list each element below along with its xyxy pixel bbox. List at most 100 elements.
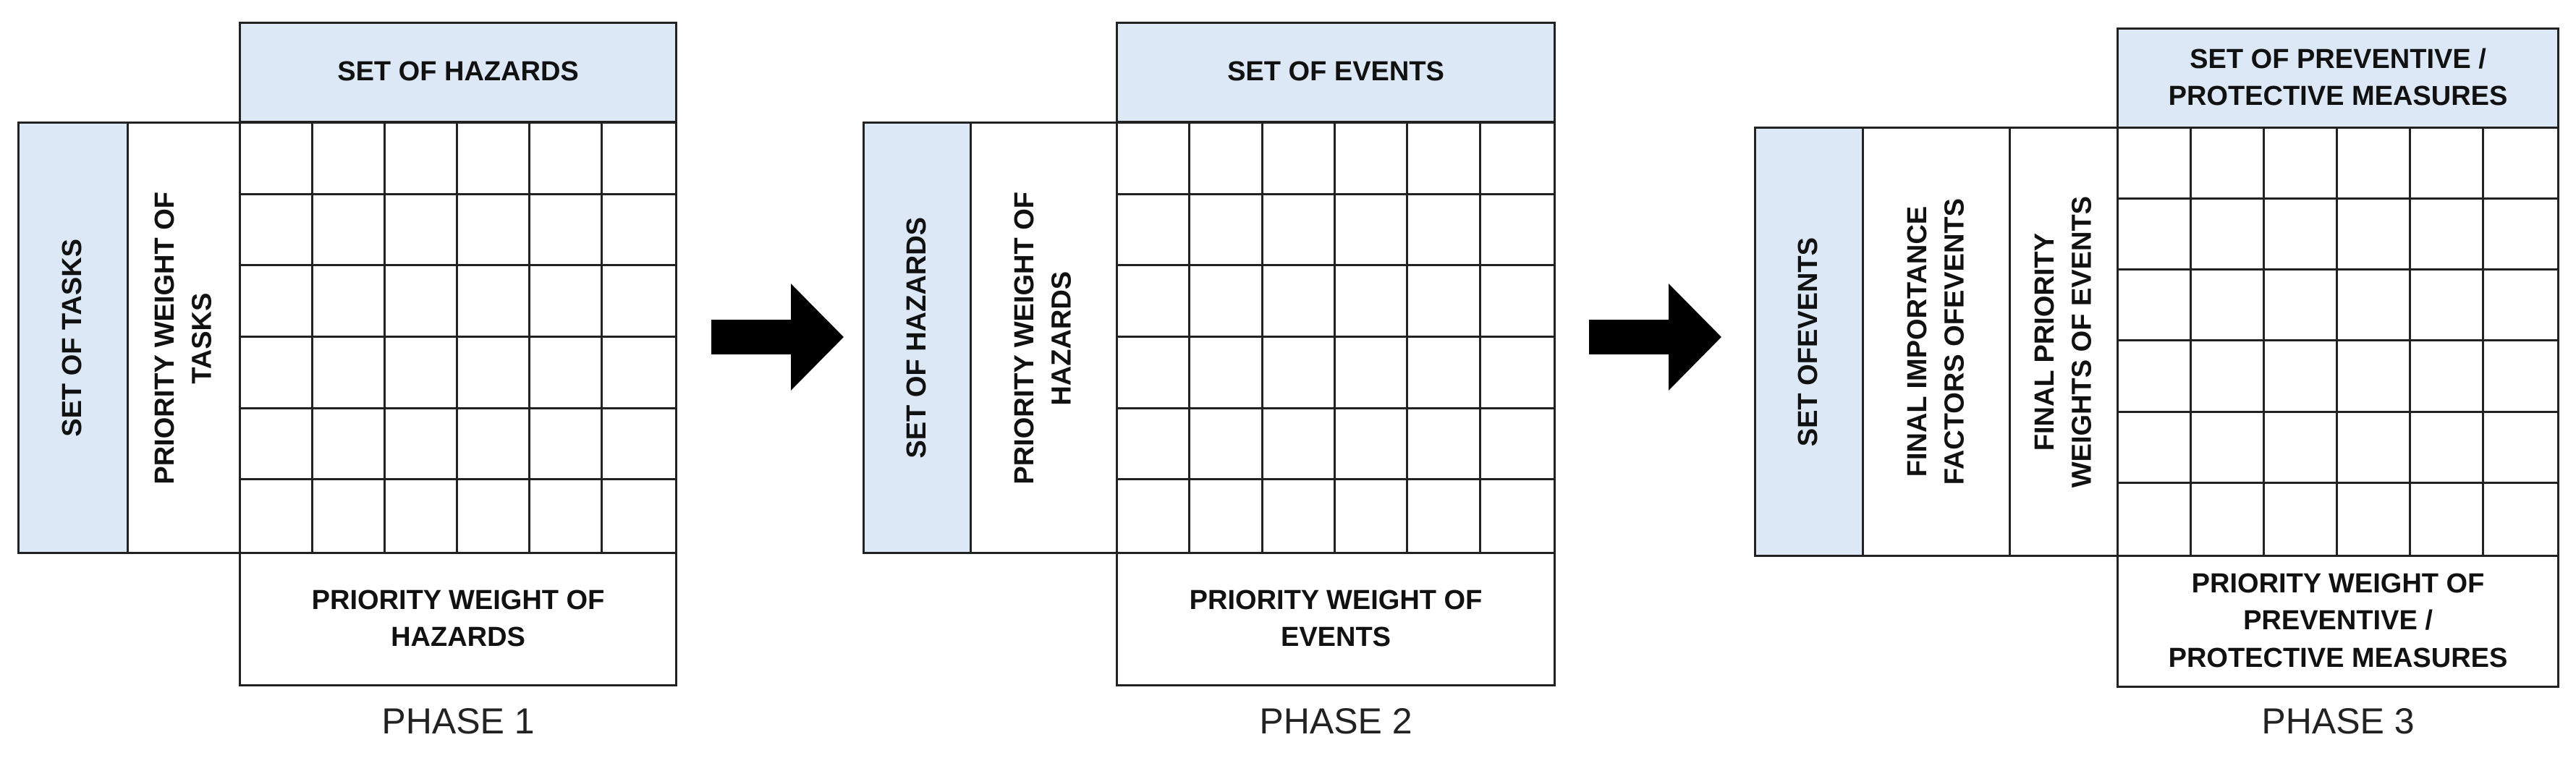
phase3-bottom-label: PRIORITY WEIGHT OF PREVENTIVE / PROTECTI… (2168, 568, 2508, 673)
grid-cell (458, 195, 530, 267)
grid-cell (1481, 480, 1554, 552)
grid-cell (1263, 266, 1336, 338)
grid-cell (2192, 129, 2265, 200)
grid-cell (1480, 195, 1554, 267)
grid-cell (386, 124, 458, 195)
phase1-grid (239, 122, 677, 554)
phase3-left-white-2: FINAL PRIORITY WEIGHTS OF EVENTS (2009, 127, 2119, 557)
phase3-label: PHASE 3 (2261, 701, 2415, 741)
grid-cell (2192, 200, 2265, 271)
grid-cell (530, 195, 603, 267)
grid-cell (313, 124, 386, 195)
grid-cell (1118, 409, 1191, 481)
phase1-bottom-label: PRIORITY WEIGHT OF HAZARDS (311, 584, 605, 652)
grid-cell (1263, 124, 1336, 195)
grid-cell (530, 337, 603, 409)
grid-cell (386, 409, 458, 481)
grid-cell (2338, 200, 2411, 271)
phase3-left-white-2-label: FINAL PRIORITY WEIGHTS OF EVENTS (2029, 195, 2097, 488)
grid-cell (530, 409, 603, 481)
grid-cell (2265, 412, 2338, 484)
grid-cell (1480, 338, 1554, 409)
grid-cell (1408, 480, 1481, 552)
grid-cell (2338, 341, 2411, 413)
phase3-left-white-1-label: FINAL IMPORTANCE FACTORS OFEVENTS (1902, 198, 1970, 485)
grid-cell (1190, 195, 1263, 267)
phase2-left-white-label: PRIORITY WEIGHT OF HAZARDS (1009, 191, 1077, 485)
grid-cell (2265, 200, 2338, 271)
grid-cell (2192, 271, 2265, 342)
grid-cell (241, 409, 313, 481)
grid-cell (1118, 124, 1191, 195)
grid-cell (2192, 483, 2265, 555)
phase1-bottom: PRIORITY WEIGHT OF HAZARDS (239, 552, 677, 686)
grid-cell (241, 195, 313, 267)
grid-cell (458, 409, 530, 481)
grid-cell (386, 480, 458, 552)
grid-cell (2119, 412, 2192, 484)
grid-cell (1336, 480, 1409, 552)
grid-cell (1118, 337, 1191, 409)
grid-cell (313, 266, 386, 338)
grid-cell (2119, 483, 2192, 555)
phase2-bottom: PRIORITY WEIGHT OF EVENTS (1116, 552, 1556, 686)
grid-cell (1408, 266, 1481, 338)
grid-cell (2119, 129, 2192, 200)
grid-cell (386, 195, 458, 267)
grid-cell (2484, 413, 2557, 484)
phase2-grid (1116, 122, 1556, 554)
grid-cell (603, 338, 675, 409)
grid-cell (241, 480, 313, 552)
grid-cell (458, 124, 530, 195)
grid-cell (1336, 409, 1409, 481)
grid-cell (2119, 200, 2192, 271)
grid-cell (1336, 266, 1409, 338)
grid-cell (458, 480, 530, 552)
grid-cell (2484, 484, 2557, 555)
grid-cell (1118, 195, 1191, 267)
grid-cell (2484, 200, 2557, 271)
phase1-left-blue-label: SET OF TASKS (57, 239, 88, 437)
grid-cell (2411, 483, 2484, 555)
grid-cell (1118, 266, 1191, 338)
grid-cell (386, 266, 458, 338)
phase1-left-white: PRIORITY WEIGHT OF TASKS (127, 122, 241, 554)
grid-cell (1190, 124, 1263, 195)
grid-cell (603, 409, 675, 481)
grid-cell (2484, 271, 2557, 342)
grid-cell (2265, 271, 2338, 342)
grid-cell (241, 124, 313, 195)
grid-cell (241, 337, 313, 409)
grid-cell (386, 337, 458, 409)
phase2-label: PHASE 2 (1259, 701, 1412, 741)
phase2-top-header: SET OF EVENTS (1116, 22, 1556, 123)
grid-cell (1263, 480, 1336, 552)
grid-cell (313, 409, 386, 481)
right-arrow-icon (711, 284, 844, 391)
grid-cell (1480, 409, 1554, 481)
phase1-left-white-label: PRIORITY WEIGHT OF TASKS (149, 191, 217, 485)
grid-cell (2411, 412, 2484, 484)
phase1-left-blue: SET OF TASKS (17, 122, 129, 554)
phase1-top-header-label: SET OF HAZARDS (337, 56, 579, 88)
grid-cell (1336, 337, 1409, 409)
grid-cell (458, 337, 530, 409)
grid-cell (1190, 480, 1263, 552)
phase1-label: PHASE 1 (381, 701, 535, 741)
grid-cell (2265, 341, 2338, 413)
phase2-bottom-label: PRIORITY WEIGHT OF EVENTS (1189, 584, 1483, 652)
grid-cell (1408, 409, 1481, 481)
grid-cell (603, 266, 675, 338)
grid-cell (2411, 271, 2484, 342)
right-arrow-icon (1589, 284, 1721, 391)
grid-cell (1263, 409, 1336, 481)
grid-cell (1263, 337, 1336, 409)
grid-cell (241, 266, 313, 338)
phase3-bottom: PRIORITY WEIGHT OF PREVENTIVE / PROTECTI… (2117, 555, 2559, 688)
grid-cell (530, 480, 603, 552)
grid-cell (1408, 195, 1481, 267)
phase2-left-blue: SET OF HAZARDS (863, 122, 972, 554)
grid-cell (2338, 483, 2411, 555)
grid-cell (530, 266, 603, 338)
grid-cell (313, 337, 386, 409)
